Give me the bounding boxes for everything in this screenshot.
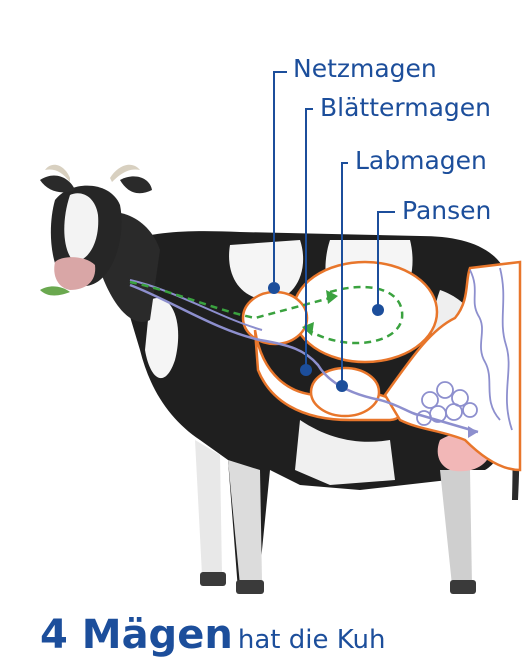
caption: 4 Mägen hat die Kuh — [40, 612, 385, 658]
label-netzmagen: Netzmagen — [293, 56, 437, 81]
label-pansen: Pansen — [402, 198, 491, 223]
label-blaettermagen: Blättermagen — [320, 95, 491, 120]
caption-rest: hat die Kuh — [238, 625, 386, 655]
caption-highlight: 4 Mägen — [40, 612, 233, 658]
label-labmagen: Labmagen — [355, 148, 487, 173]
